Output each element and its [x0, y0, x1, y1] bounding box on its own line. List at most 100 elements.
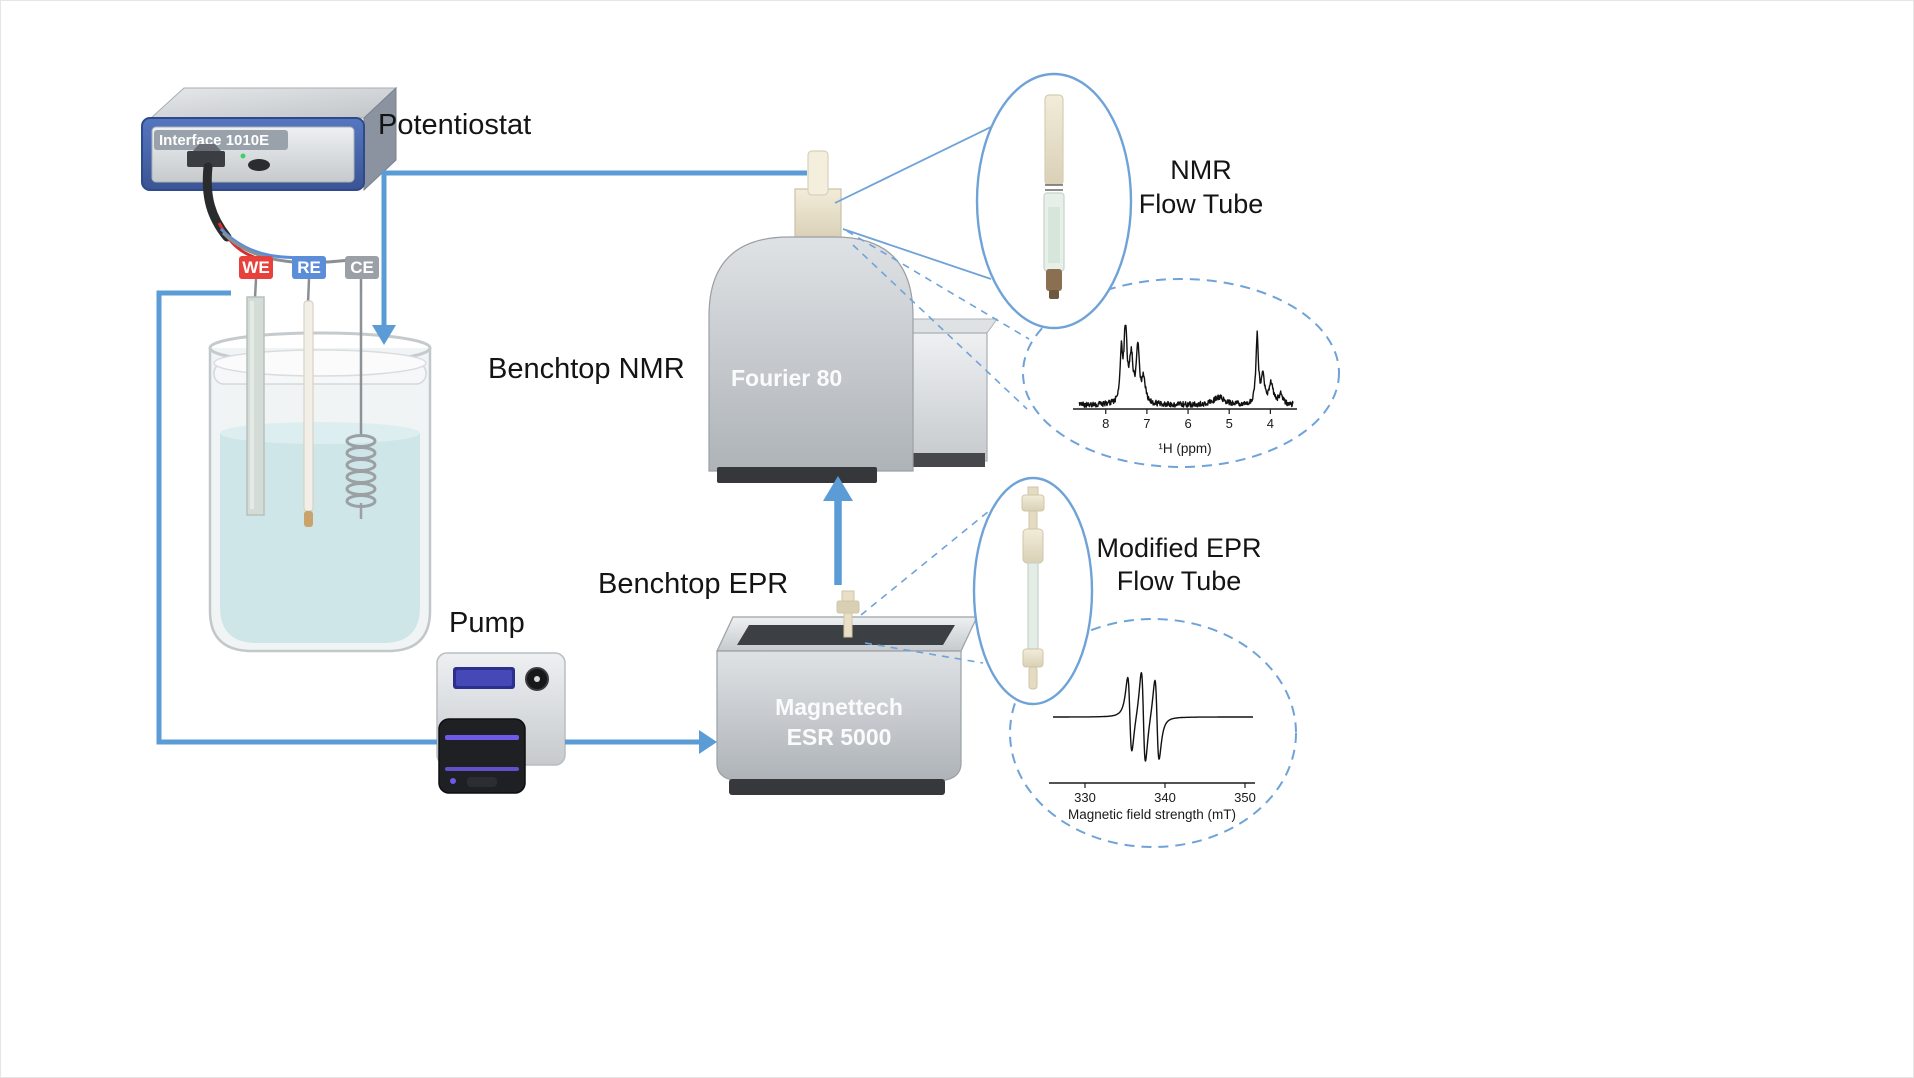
nmr-to-cell-line	[381, 170, 807, 327]
epr-tube-neck	[1028, 510, 1038, 530]
axis-tick-label: 330	[1074, 790, 1096, 805]
pump-display	[456, 670, 512, 686]
potentiostat-port-top	[193, 144, 221, 151]
nmr-model-label: Fourier 80	[731, 365, 842, 391]
nmr-sample-tube-port	[807, 150, 829, 196]
callout-nmr-spectrum: 8 7 6 5 4 ¹H (ppm)	[846, 230, 1340, 468]
epr-spectrum-trace	[1052, 671, 1254, 762]
pump-head-dot	[450, 778, 456, 784]
axis-tick-label: 4	[1267, 416, 1274, 431]
epr-to-nmr-arrowhead	[823, 476, 853, 501]
nmr-tube-callout-line-2	[842, 228, 992, 280]
epr-tube-glass	[1027, 562, 1039, 650]
nmr-to-cell-arrowhead	[372, 325, 396, 345]
nmr-main-body	[708, 236, 914, 472]
epr-spectrum-ellipse	[1009, 618, 1297, 848]
reference-electrode-tip	[304, 511, 313, 527]
nmr-sample-tower	[794, 188, 842, 240]
epr-tube-callout-line-2	[864, 642, 984, 664]
benchtop-epr-label: Benchtop EPR	[598, 568, 788, 600]
callout-epr-flow-tube	[860, 476, 1094, 706]
pump-device	[436, 652, 566, 794]
axis-tick-label: 340	[1154, 790, 1176, 805]
epr-fitting-collar	[836, 600, 860, 614]
ce-badge-box	[345, 256, 379, 279]
re-badge-label: RE	[297, 258, 321, 277]
electrochemical-cell	[208, 293, 432, 653]
nmr-axis-label: ¹H (ppm)	[1158, 441, 1211, 456]
epr-tube-bottom-fitting	[1022, 648, 1044, 668]
re-badge: RE	[292, 256, 326, 304]
ce-badge-label: CE	[350, 258, 374, 277]
nmr-spectrum-plot: 8 7 6 5 4 ¹H (ppm)	[1073, 324, 1297, 456]
epr-tube-barrel	[1022, 528, 1044, 564]
benchtop-nmr-label: Benchtop NMR	[488, 353, 685, 385]
cell-lid-top	[213, 349, 427, 377]
re-badge-box	[292, 256, 326, 279]
nmr-spectrum-ellipse	[1022, 278, 1340, 468]
axis-tick-label: 6	[1184, 416, 1191, 431]
epr-tube-tail	[1028, 666, 1038, 690]
nmr-flow-tube-label-1: NMR	[1170, 155, 1232, 185]
epr-spectrum-plot: 330 340 350 Magnetic field strength (mT)	[1049, 671, 1256, 822]
nmr-axis-ticks: 8 7 6 5 4	[1102, 409, 1274, 431]
pump-head-latch	[467, 777, 497, 787]
epr-axis-label: Magnetic field strength (mT)	[1068, 807, 1236, 822]
nmr-flow-tube-label-2: Flow Tube	[1139, 189, 1264, 219]
cell-to-pump-line	[156, 290, 437, 745]
nmr-spectrum-callout-line-2	[852, 244, 1028, 410]
pump-head-stripe	[445, 735, 519, 740]
epr-fitting-stem	[843, 612, 853, 638]
nmr-tube-upper-rod	[1044, 94, 1064, 186]
nmr-tube-callout-line-1	[834, 124, 996, 204]
nmr-flow-tube-graphic	[1043, 94, 1065, 299]
pump-knob-dot	[534, 676, 540, 682]
epr-flow-tube-label-2: Flow Tube	[1117, 566, 1242, 596]
potentiostat-top-face	[149, 87, 398, 119]
potentiostat-device: Interface 1010E	[141, 86, 398, 192]
working-electrode-highlight	[250, 301, 254, 509]
epr-base	[729, 779, 945, 795]
potentiostat-label: Potentiostat	[378, 109, 531, 141]
nmr-tube-cap	[1046, 269, 1062, 291]
re-lead	[306, 278, 311, 304]
liquid-surface	[220, 422, 420, 444]
potentiostat-button	[248, 159, 270, 171]
axis-tick-label: 5	[1226, 416, 1233, 431]
electrode-badges: WE RE CE	[239, 256, 379, 304]
epr-model-label-2: ESR 5000	[787, 724, 892, 750]
axis-tick-label: 350	[1234, 790, 1256, 805]
epr-model-label-1: Magnettech	[775, 694, 903, 720]
nmr-device: Fourier 80	[708, 150, 998, 483]
working-electrode-plate	[246, 296, 265, 516]
we-badge-box	[239, 256, 273, 279]
epr-flow-tube-graphic	[1021, 486, 1045, 690]
nmr-spectrum-trace	[1078, 324, 1294, 408]
axis-tick-label: 7	[1143, 416, 1150, 431]
power-led	[240, 153, 246, 159]
potentiostat-model-strip	[154, 130, 288, 150]
callout-nmr-flow-tube	[834, 72, 1133, 330]
callout-epr-spectrum: 330 340 350 Magnetic field strength (mT)	[1009, 618, 1297, 848]
we-lead	[253, 278, 258, 299]
epr-axis-ticks: 330 340 350	[1074, 783, 1256, 805]
nmr-tube-liquid	[1048, 207, 1060, 263]
epr-device: Magnettech ESR 5000	[716, 590, 978, 795]
pump-head-stripe-2	[445, 767, 519, 771]
we-badge-label: WE	[242, 258, 269, 277]
flow-arrows	[156, 170, 853, 754]
ce-badge: CE	[345, 256, 379, 293]
nmr-base	[717, 467, 877, 483]
pump-label: Pump	[449, 607, 525, 639]
nmr-spectrum-callout-line-1	[846, 230, 1030, 340]
potentiostat-port	[187, 151, 225, 167]
we-badge: WE	[239, 256, 273, 299]
nmr-tube-tip	[1049, 290, 1059, 299]
axis-tick-label: 8	[1102, 416, 1109, 431]
epr-tube-top-collar	[1021, 494, 1045, 512]
epr-tube-callout-line-1	[860, 510, 990, 616]
pump-to-epr-arrowhead	[699, 730, 717, 754]
potentiostat-model-label: Interface 1010E	[159, 132, 269, 149]
